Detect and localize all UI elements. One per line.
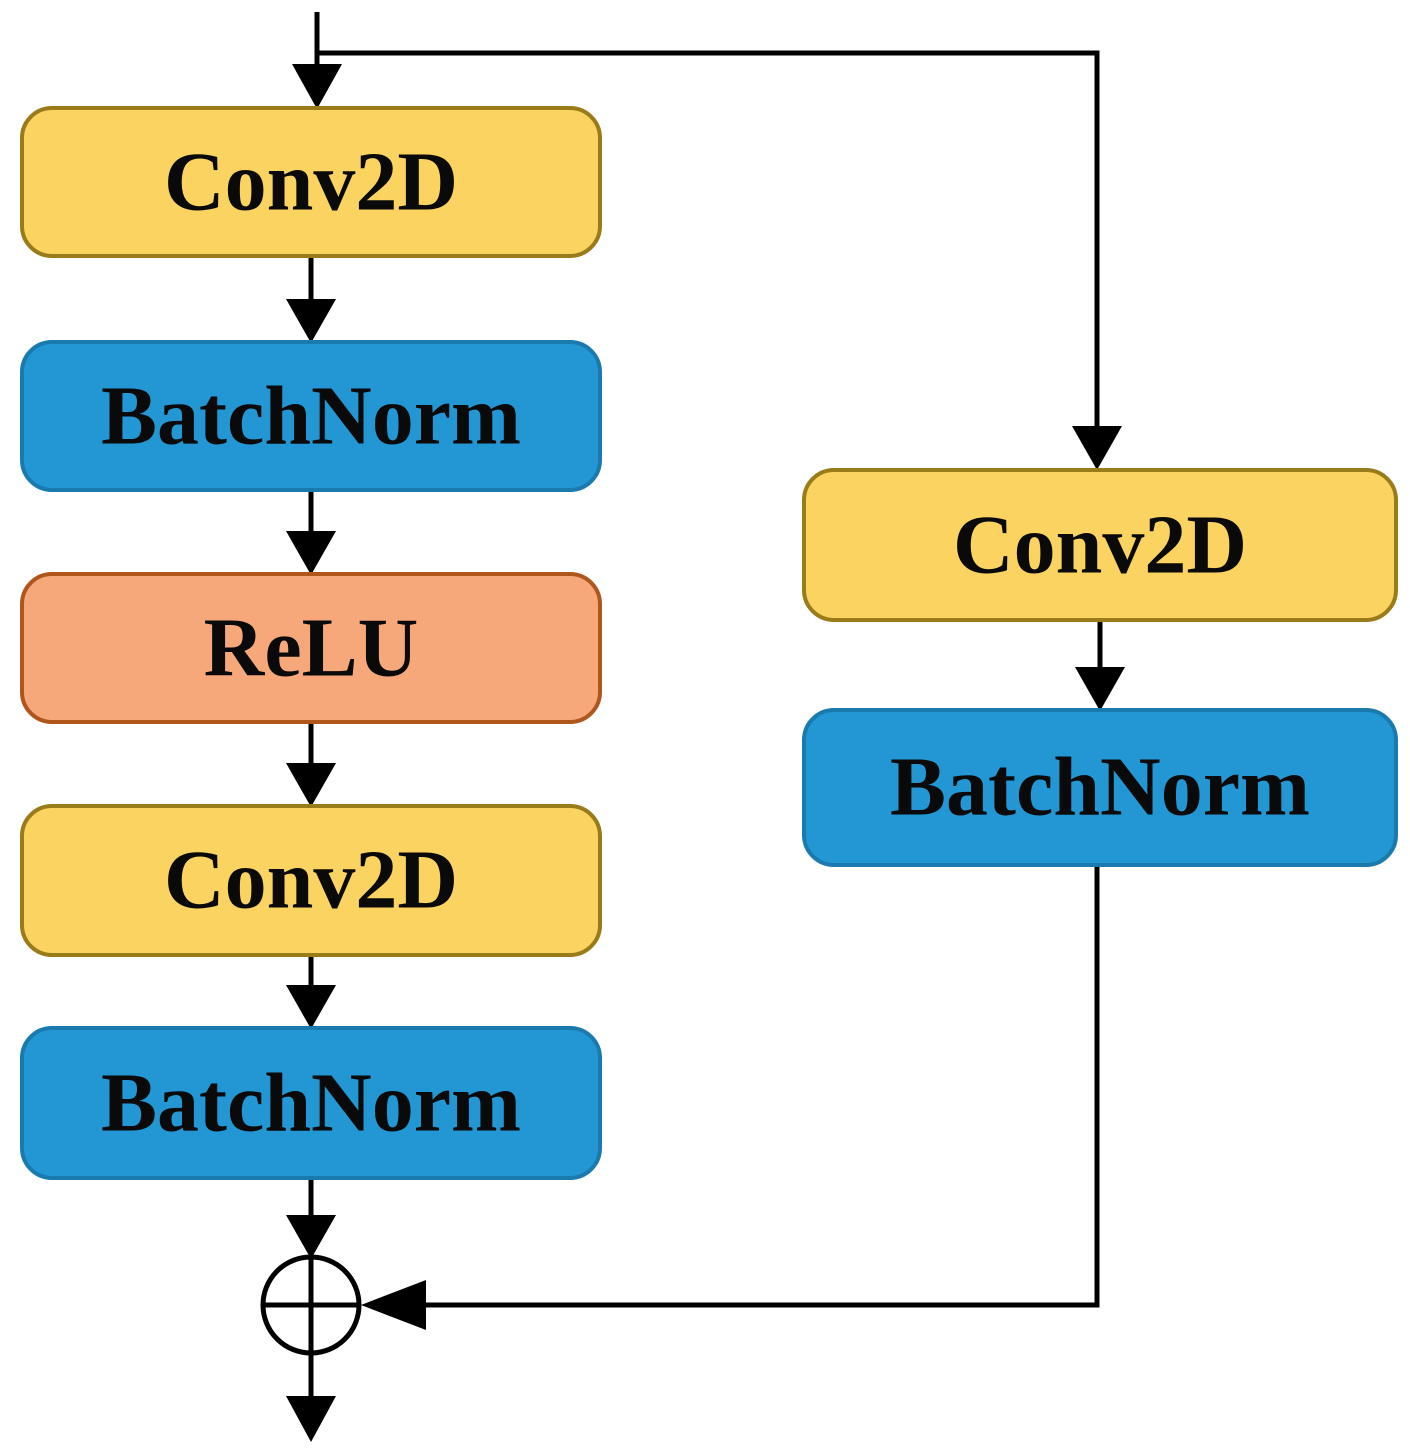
block-batchnorm-1-label: BatchNorm bbox=[101, 370, 521, 463]
block-relu-label: ReLU bbox=[204, 602, 419, 695]
block-conv2d-1 bbox=[20, 106, 602, 258]
block-conv2d-2-label: Conv2D bbox=[164, 834, 458, 927]
block-skip-conv2d bbox=[802, 468, 1398, 622]
arrowhead-conv2-batchnorm2 bbox=[286, 985, 336, 1029]
block-batchnorm-2 bbox=[20, 1026, 602, 1180]
skip-return-line bbox=[424, 865, 1100, 1308]
block-skip-batchnorm-label: BatchNorm bbox=[890, 741, 1310, 834]
arrowhead-output bbox=[286, 1396, 336, 1442]
arrowhead-skip-into-add bbox=[361, 1280, 426, 1330]
block-conv2d-2 bbox=[20, 804, 602, 957]
block-skip-conv2d-label: Conv2D bbox=[953, 499, 1247, 592]
arrowhead-batchnorm2-add bbox=[286, 1215, 336, 1259]
arrowhead-into-skip-conv bbox=[1072, 426, 1122, 470]
block-batchnorm-1 bbox=[20, 340, 602, 492]
arrowhead-batchnorm1-relu bbox=[286, 531, 336, 575]
block-relu bbox=[20, 572, 602, 724]
arrowhead-skipconv-skipbatchnorm bbox=[1075, 667, 1125, 711]
arrowhead-into-conv1 bbox=[292, 64, 342, 109]
block-skip-batchnorm bbox=[802, 708, 1398, 867]
arrowhead-conv1-batchnorm1 bbox=[286, 299, 336, 343]
block-conv2d-1-label: Conv2D bbox=[164, 136, 458, 229]
arrowhead-relu-conv2 bbox=[286, 763, 336, 807]
block-batchnorm-2-label: BatchNorm bbox=[101, 1057, 521, 1150]
skip-branch-line bbox=[317, 50, 1100, 430]
